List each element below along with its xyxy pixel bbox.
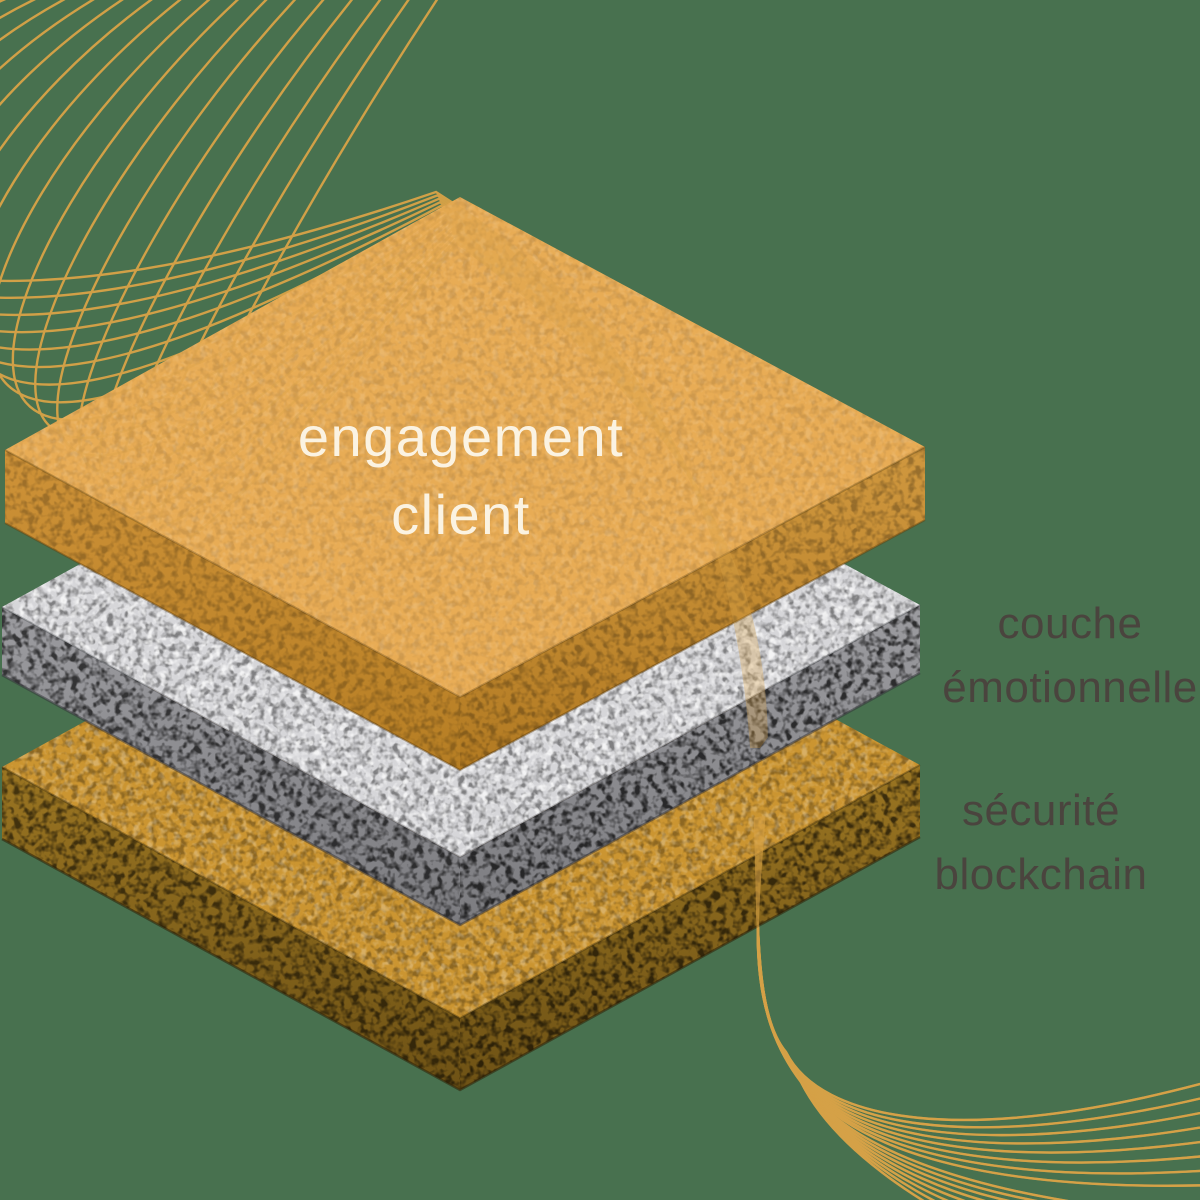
- gold-swirl-line: [470, 790, 1200, 1164]
- gold-swirl-line: [158, 195, 928, 748]
- gold-swirl-line: [5, 195, 928, 748]
- gold-swirl-line: [470, 790, 1200, 1122]
- gold-swirl-line: [470, 790, 1182, 1200]
- gold-swirl-line: [470, 790, 1200, 1145]
- gold-swirl-line: [5, 195, 928, 748]
- gold-swirl-line: [470, 790, 1200, 1154]
- gold-swirl-line: [470, 790, 1200, 1129]
- gold-swirl-line: [5, 195, 928, 748]
- gold-swirl-line: [139, 195, 928, 748]
- layer-slab-top: [4, 197, 926, 772]
- gold-swirl-line: [470, 790, 1148, 1200]
- gold-swirl-line: [470, 790, 959, 1200]
- gold-swirl-line: [5, 195, 928, 748]
- gold-swirl-line: [5, 195, 928, 748]
- gold-swirl-line: [470, 790, 1114, 1200]
- gold-swirl-line: [470, 790, 1200, 1137]
- gold-swirl-line: [119, 195, 928, 748]
- gold-swirl-line: [5, 195, 928, 748]
- gold-swirl-line: [470, 790, 1200, 1175]
- gold-swirl-line: [5, 195, 928, 748]
